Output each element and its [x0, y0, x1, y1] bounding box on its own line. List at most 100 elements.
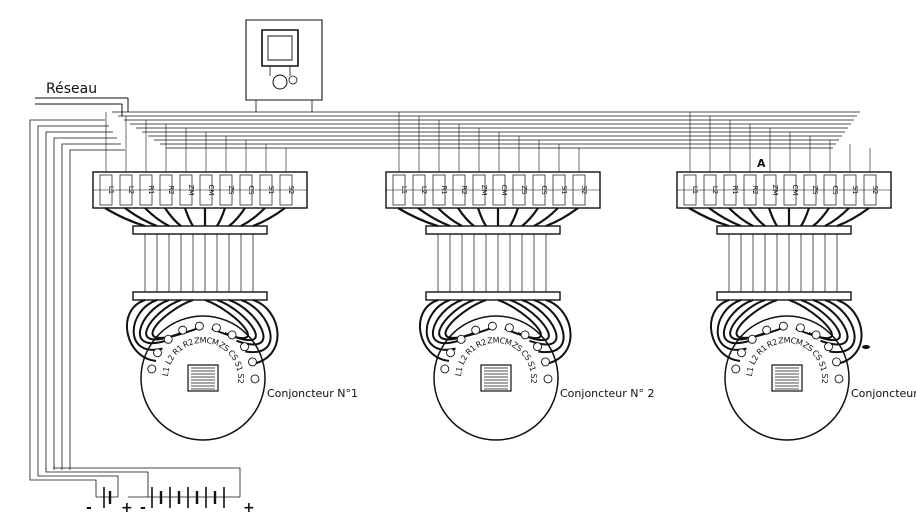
- bell-hammer: [288, 75, 298, 85]
- plug-hole: [737, 348, 746, 358]
- terminal-block: [472, 174, 486, 206]
- terminal-block: [99, 174, 113, 206]
- battery-sign-plus: +: [243, 500, 255, 516]
- coil-cord: [216, 207, 227, 227]
- terminal-block: [783, 174, 797, 206]
- terminal-label: CS: [831, 185, 839, 195]
- coil-loop: [228, 299, 265, 346]
- coil-cord: [457, 207, 475, 227]
- plug-hole: [147, 364, 157, 374]
- terminal-block: [159, 174, 173, 206]
- coil-cord: [476, 207, 487, 227]
- terminal-label: R2: [460, 185, 468, 194]
- plug-hole: [487, 321, 497, 331]
- plug-label: ZM: [778, 336, 791, 346]
- terminal-label: L2: [711, 186, 719, 194]
- plug-label: S1: [526, 360, 538, 372]
- plug-hole: [153, 348, 162, 358]
- plug-hole: [834, 374, 844, 384]
- coil-loop: [444, 299, 492, 339]
- plug-hole: [832, 357, 841, 367]
- coil-cord: [183, 207, 194, 227]
- plug-label: S1: [817, 360, 829, 372]
- terminal-label: S2: [580, 186, 588, 195]
- coil-loop: [723, 299, 757, 345]
- plug-label: S2: [529, 373, 538, 383]
- battery-wire: [37, 470, 119, 497]
- terminal-label: ZS: [811, 185, 819, 195]
- terminal-block: [843, 174, 857, 206]
- terminal-block: [392, 174, 406, 206]
- plug-label: ZM: [194, 336, 207, 346]
- coil-loop: [139, 299, 173, 345]
- upper-clamp: [425, 225, 561, 235]
- coil-cord: [124, 207, 158, 228]
- battery-wire: [29, 470, 97, 497]
- coil-cord: [800, 207, 811, 227]
- coil-cord: [240, 207, 266, 227]
- bell-device: [245, 19, 323, 112]
- plug-hole: [762, 325, 772, 335]
- plug-hole: [471, 325, 481, 335]
- terminal-block: [432, 174, 446, 206]
- coil-cord: [521, 207, 539, 227]
- terminal-block: [823, 174, 837, 206]
- coil-cord: [545, 207, 579, 228]
- bell-dome: [272, 74, 288, 90]
- terminal-label: ZS: [227, 185, 235, 195]
- plug-label: ZM: [487, 336, 500, 346]
- terminal-label: ZM: [187, 185, 195, 196]
- dial-plate: [187, 364, 219, 392]
- terminal-label: S1: [851, 186, 859, 195]
- coil-cord: [164, 207, 182, 227]
- plug-hole: [248, 357, 257, 367]
- terminal-block: [763, 174, 777, 206]
- coil-loop: [250, 299, 279, 366]
- coil-cord: [509, 207, 520, 227]
- coil-loop: [216, 299, 257, 342]
- terminal-label: L2: [127, 186, 135, 194]
- plug-hole: [541, 357, 550, 367]
- plug-label: L1: [161, 366, 172, 377]
- terminal-block: [179, 174, 193, 206]
- terminal-label: R2: [751, 185, 759, 194]
- plug-label: CM: [790, 336, 804, 348]
- terminal-block: [199, 174, 213, 206]
- bell-box: [245, 19, 323, 101]
- ink-mark: [862, 345, 870, 349]
- coil-loop: [132, 299, 163, 351]
- terminal-label: R1: [731, 185, 739, 194]
- plug-hole: [194, 321, 204, 331]
- battery-wire: [37, 125, 109, 470]
- terminal-block: [279, 174, 293, 206]
- coil-loop: [800, 299, 841, 342]
- plug-hole: [250, 374, 260, 384]
- terminal-label: ZS: [520, 185, 528, 195]
- coil-loop: [735, 299, 783, 339]
- terminal-block: [259, 174, 273, 206]
- coil-loop: [126, 299, 157, 362]
- terminal-block: [139, 174, 153, 206]
- junction-label: Conjoncteur N° 2: [560, 387, 654, 400]
- dial-plate: [480, 364, 512, 392]
- coil-cord: [104, 207, 146, 228]
- coil-cord: [397, 207, 439, 228]
- battery-sign-plus: +: [121, 500, 133, 516]
- lower-clamp: [716, 291, 852, 301]
- coil-cord: [812, 207, 830, 227]
- plug-hole: [824, 342, 833, 352]
- plug-label: S2: [820, 373, 829, 383]
- plug-hole: [163, 334, 173, 344]
- plug-label: L2: [748, 353, 761, 366]
- coil-loop: [425, 299, 456, 351]
- upper-clamp: [716, 225, 852, 235]
- terminal-block: [683, 174, 697, 206]
- battery-wire: [45, 468, 149, 497]
- terminal-label: CS: [247, 185, 255, 195]
- lower-clamp: [425, 291, 561, 301]
- terminal-label: CM: [791, 185, 799, 196]
